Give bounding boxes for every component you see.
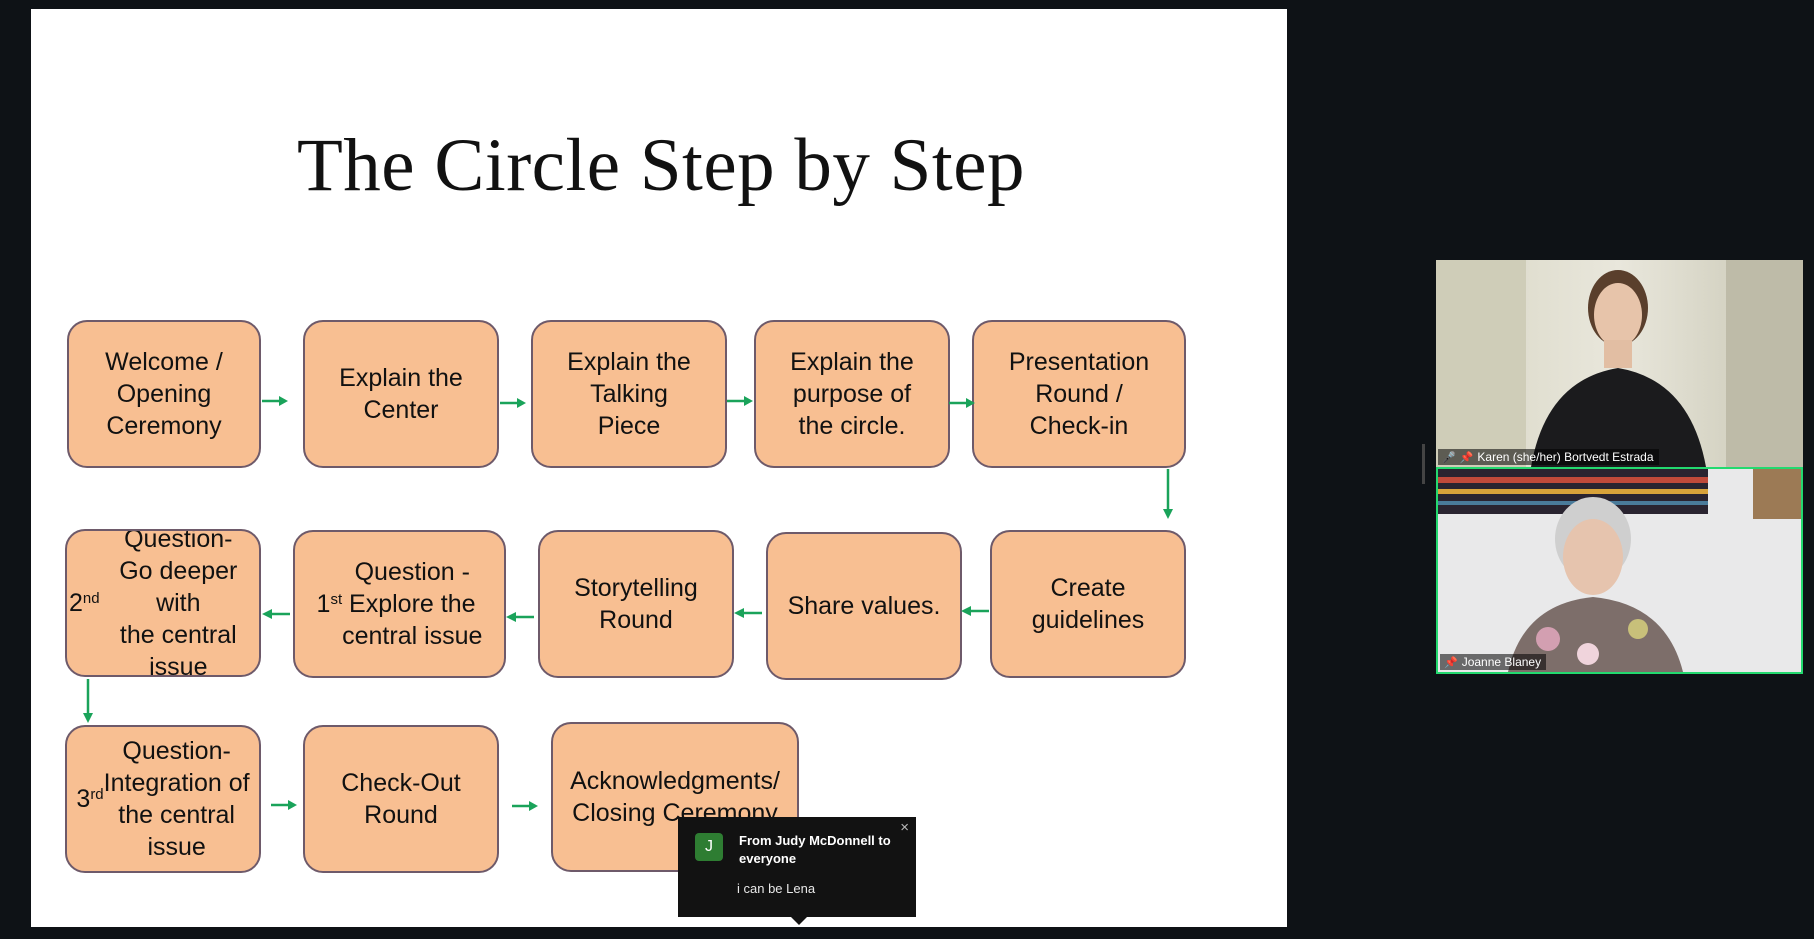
step-check-out-round: Check-Out Round — [303, 725, 499, 873]
step-explain-center: Explain the Center — [303, 320, 499, 468]
meeting-toolbar — [0, 930, 1814, 939]
arrow-right — [949, 397, 975, 409]
muted-mic-icon: 🎤 — [1442, 451, 1456, 464]
video-tile-karen[interactable]: 🎤 📌 Karen (she/her) Bortvedt Estrada — [1436, 260, 1803, 467]
step-purpose: Explain the purpose of the circle. — [754, 320, 950, 468]
arrow-down — [1162, 469, 1174, 519]
participant-video — [1438, 469, 1801, 672]
step-storytelling-round: Storytelling Round — [538, 530, 734, 678]
step-presentation-round: Presentation Round / Check-in — [972, 320, 1186, 468]
slide-title: The Circle Step by Step — [296, 124, 1026, 207]
participant-video — [1436, 260, 1803, 467]
toast-pointer — [791, 917, 807, 925]
participant-name: Joanne Blaney — [1461, 655, 1542, 669]
shared-slide: The Circle Step by Step Welcome / Openin… — [31, 9, 1287, 927]
arrow-left — [506, 611, 534, 623]
arrow-right — [262, 395, 288, 407]
pin-icon: 📌 — [1444, 656, 1458, 669]
chat-message: i can be Lena — [737, 881, 816, 896]
participant-name-tag: 🎤 📌 Karen (she/her) Bortvedt Estrada — [1438, 449, 1659, 465]
arrow-left — [262, 608, 290, 620]
sender-avatar: J — [695, 833, 723, 861]
arrow-right — [512, 800, 538, 812]
arrow-right — [500, 397, 526, 409]
step-talking-piece: Explain the Talking Piece — [531, 320, 727, 468]
participant-name: Karen (she/her) Bortvedt Estrada — [1477, 450, 1654, 464]
arrow-right — [727, 395, 753, 407]
arrow-down — [82, 679, 94, 723]
step-welcome: Welcome / Opening Ceremony — [67, 320, 261, 468]
chat-sender: From Judy McDonnell to everyone — [739, 833, 891, 866]
chat-notification[interactable]: J From Judy McDonnell to everyone i can … — [678, 817, 916, 925]
close-icon[interactable]: × — [900, 819, 909, 836]
video-tile-joanne[interactable]: 📌 Joanne Blaney — [1436, 467, 1803, 674]
step-create-guidelines: Create guidelines — [990, 530, 1186, 678]
arrow-right — [271, 799, 297, 811]
arrow-left — [734, 607, 762, 619]
participant-name-tag: 📌 Joanne Blaney — [1440, 654, 1547, 670]
panel-resize-handle[interactable] — [1422, 444, 1425, 484]
step-share-values: Share values. — [766, 532, 962, 680]
pin-icon: 📌 — [1459, 451, 1474, 464]
arrow-left — [961, 605, 989, 617]
